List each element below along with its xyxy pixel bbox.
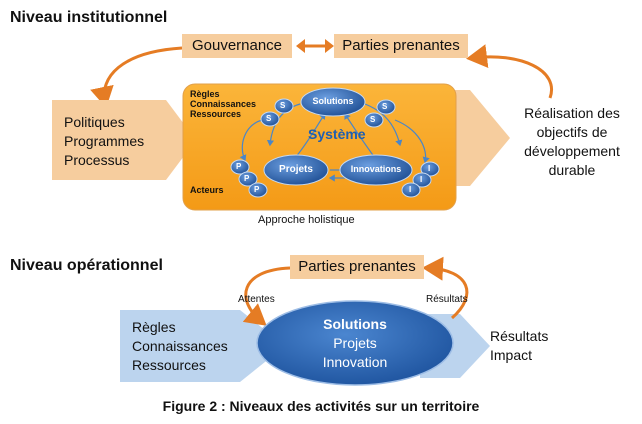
gouvernance-tag: Gouvernance xyxy=(182,34,292,58)
solutions-ellipse xyxy=(256,300,454,386)
gov-parties-double-arrow xyxy=(296,39,334,53)
innovations-node xyxy=(339,154,413,186)
s-node-1 xyxy=(274,98,294,114)
projets-node xyxy=(263,154,329,186)
p-node-3 xyxy=(248,182,268,198)
realisation-line-1: Réalisation des xyxy=(524,105,620,121)
solutions-node-label: Solutions xyxy=(312,96,354,106)
realisation-to-parties-arrow xyxy=(466,44,553,99)
institutional-title: Niveau institutionnel xyxy=(10,9,168,26)
acteurs-label: Acteurs xyxy=(190,185,224,195)
i-node-3 xyxy=(401,182,421,198)
i-label-3: I xyxy=(409,185,412,194)
programmes-label: Programmes xyxy=(64,133,145,149)
realisation-line-2: objectifs de xyxy=(536,124,608,140)
box-resources-labels: Règles Connaissances Ressources xyxy=(190,89,256,119)
processus-label: Processus xyxy=(64,152,130,168)
systeme-label: Système xyxy=(308,126,366,142)
parties-prenantes-tag: Parties prenantes xyxy=(334,34,468,58)
resultats-small-label: Résultats xyxy=(426,294,468,305)
s-label-4: S xyxy=(370,115,376,124)
ressources-label: Ressources xyxy=(132,357,206,373)
realisation-line-3: développement xyxy=(524,143,620,159)
regles-small-label: Règles xyxy=(190,89,220,99)
approche-label: Approche holistique xyxy=(258,214,355,226)
attentes-label: Attentes xyxy=(238,294,275,305)
projets-node-label: Projets xyxy=(279,164,313,175)
p-node-2 xyxy=(238,171,258,187)
i-node-2 xyxy=(412,172,432,188)
impact-label: Impact xyxy=(490,347,533,363)
s-label-1: S xyxy=(280,101,286,110)
connaissances-small-label: Connaissances xyxy=(190,99,257,109)
politiques-arrow-shape xyxy=(52,100,196,180)
solutions-node xyxy=(300,87,366,117)
resultats-label: Résultats xyxy=(490,328,549,344)
parties-to-solutions-arrow xyxy=(242,266,291,326)
s-label-3: S xyxy=(382,102,388,111)
s-label-2: S xyxy=(266,114,272,123)
connaissances-label: Connaissances xyxy=(132,338,228,354)
p-node-1 xyxy=(230,159,250,175)
regles-list: Règles Connaissances Ressources xyxy=(132,318,228,375)
ellipse-projets: Projets xyxy=(333,335,377,351)
i-label-1: I xyxy=(428,164,431,173)
gov-to-politiques-arrow xyxy=(90,46,183,108)
ellipse-innovation: Innovation xyxy=(322,354,388,370)
solutions-to-parties-arrow xyxy=(422,256,469,320)
ressources-small-label: Ressources xyxy=(190,109,242,119)
realisation-line-4: durable xyxy=(548,162,596,178)
p-label-3: P xyxy=(254,185,260,194)
ellipse-text: Solutions Projets Innovation xyxy=(290,315,420,372)
p-label-2: P xyxy=(244,174,250,183)
politiques-label: Politiques xyxy=(64,114,125,130)
regles-label: Règles xyxy=(132,319,176,335)
op-parties-prenantes-tag: Parties prenantes xyxy=(290,255,424,279)
p-label-1: P xyxy=(236,162,242,171)
i-label-2: I xyxy=(420,175,423,184)
operational-title: Niveau opérationnel xyxy=(10,257,163,274)
ellipse-solutions: Solutions xyxy=(323,316,387,332)
regles-arrow-shape xyxy=(120,310,285,382)
politiques-list: Politiques Programmes Processus xyxy=(64,113,144,170)
innovations-node-label: Innovations xyxy=(350,164,402,174)
s-node-4 xyxy=(364,112,384,128)
figure-caption: Figure 2 : Niveaux des activités sur un … xyxy=(162,398,480,414)
s-node-3 xyxy=(376,99,396,115)
resultats-impact: Résultats Impact xyxy=(490,327,548,365)
realisation-text: Réalisation des objectifs de développeme… xyxy=(508,104,636,180)
s-node-2 xyxy=(260,111,280,127)
